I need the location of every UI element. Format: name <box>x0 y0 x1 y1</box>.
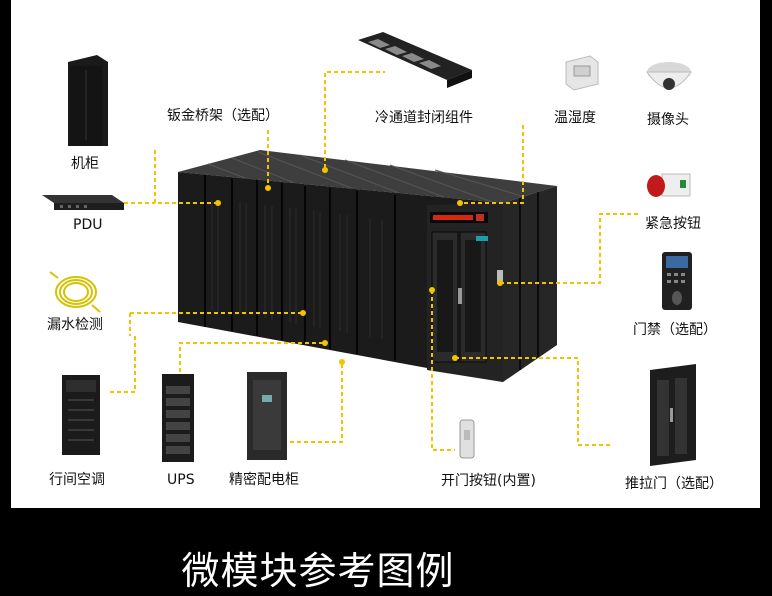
label-cable-tray: 钣金桥架（选配） <box>167 108 279 124</box>
label-precision-pdc: 精密配电柜 <box>229 472 299 488</box>
pdu-image <box>42 195 124 210</box>
label-sliding-door: 推拉门（选配） <box>625 476 723 492</box>
micro-module-image <box>178 150 557 382</box>
caption-title: 微模块参考图例 <box>181 549 455 593</box>
inrow-ac-image <box>62 375 100 455</box>
cold-aisle-kit-image <box>358 32 472 88</box>
emergency-button-image <box>647 173 691 197</box>
label-cold-aisle-kit: 冷通道封闭组件 <box>375 110 473 126</box>
cabinet-image <box>68 55 108 146</box>
leak-detection-image <box>49 271 101 313</box>
diagram-panel: 机柜 PDU 漏水检测 行间空调 UPS 精密配电柜 钣金桥架（选配） 冷通道封… <box>11 0 760 508</box>
label-access-control: 门禁（选配） <box>633 322 717 338</box>
exit-button-image <box>459 419 475 459</box>
label-cabinet: 机柜 <box>71 156 99 172</box>
diagram-drawing <box>42 32 696 466</box>
label-leak-detection: 漏水检测 <box>47 317 103 333</box>
sliding-door-image <box>650 364 696 466</box>
precision-pdc-image <box>247 372 287 460</box>
camera-image <box>646 62 692 90</box>
label-inrow-ac: 行间空调 <box>49 472 105 488</box>
ups-image <box>162 374 194 462</box>
label-temp-humidity: 温湿度 <box>554 110 596 126</box>
label-exit-button: 开门按钮(内置) <box>441 473 536 489</box>
label-pdu: PDU <box>73 217 103 233</box>
temp-humidity-image <box>565 55 599 91</box>
label-ups: UPS <box>167 472 195 488</box>
label-camera: 摄像头 <box>647 112 689 128</box>
label-emergency-button: 紧急按钮 <box>645 216 701 232</box>
access-control-image <box>662 252 692 310</box>
